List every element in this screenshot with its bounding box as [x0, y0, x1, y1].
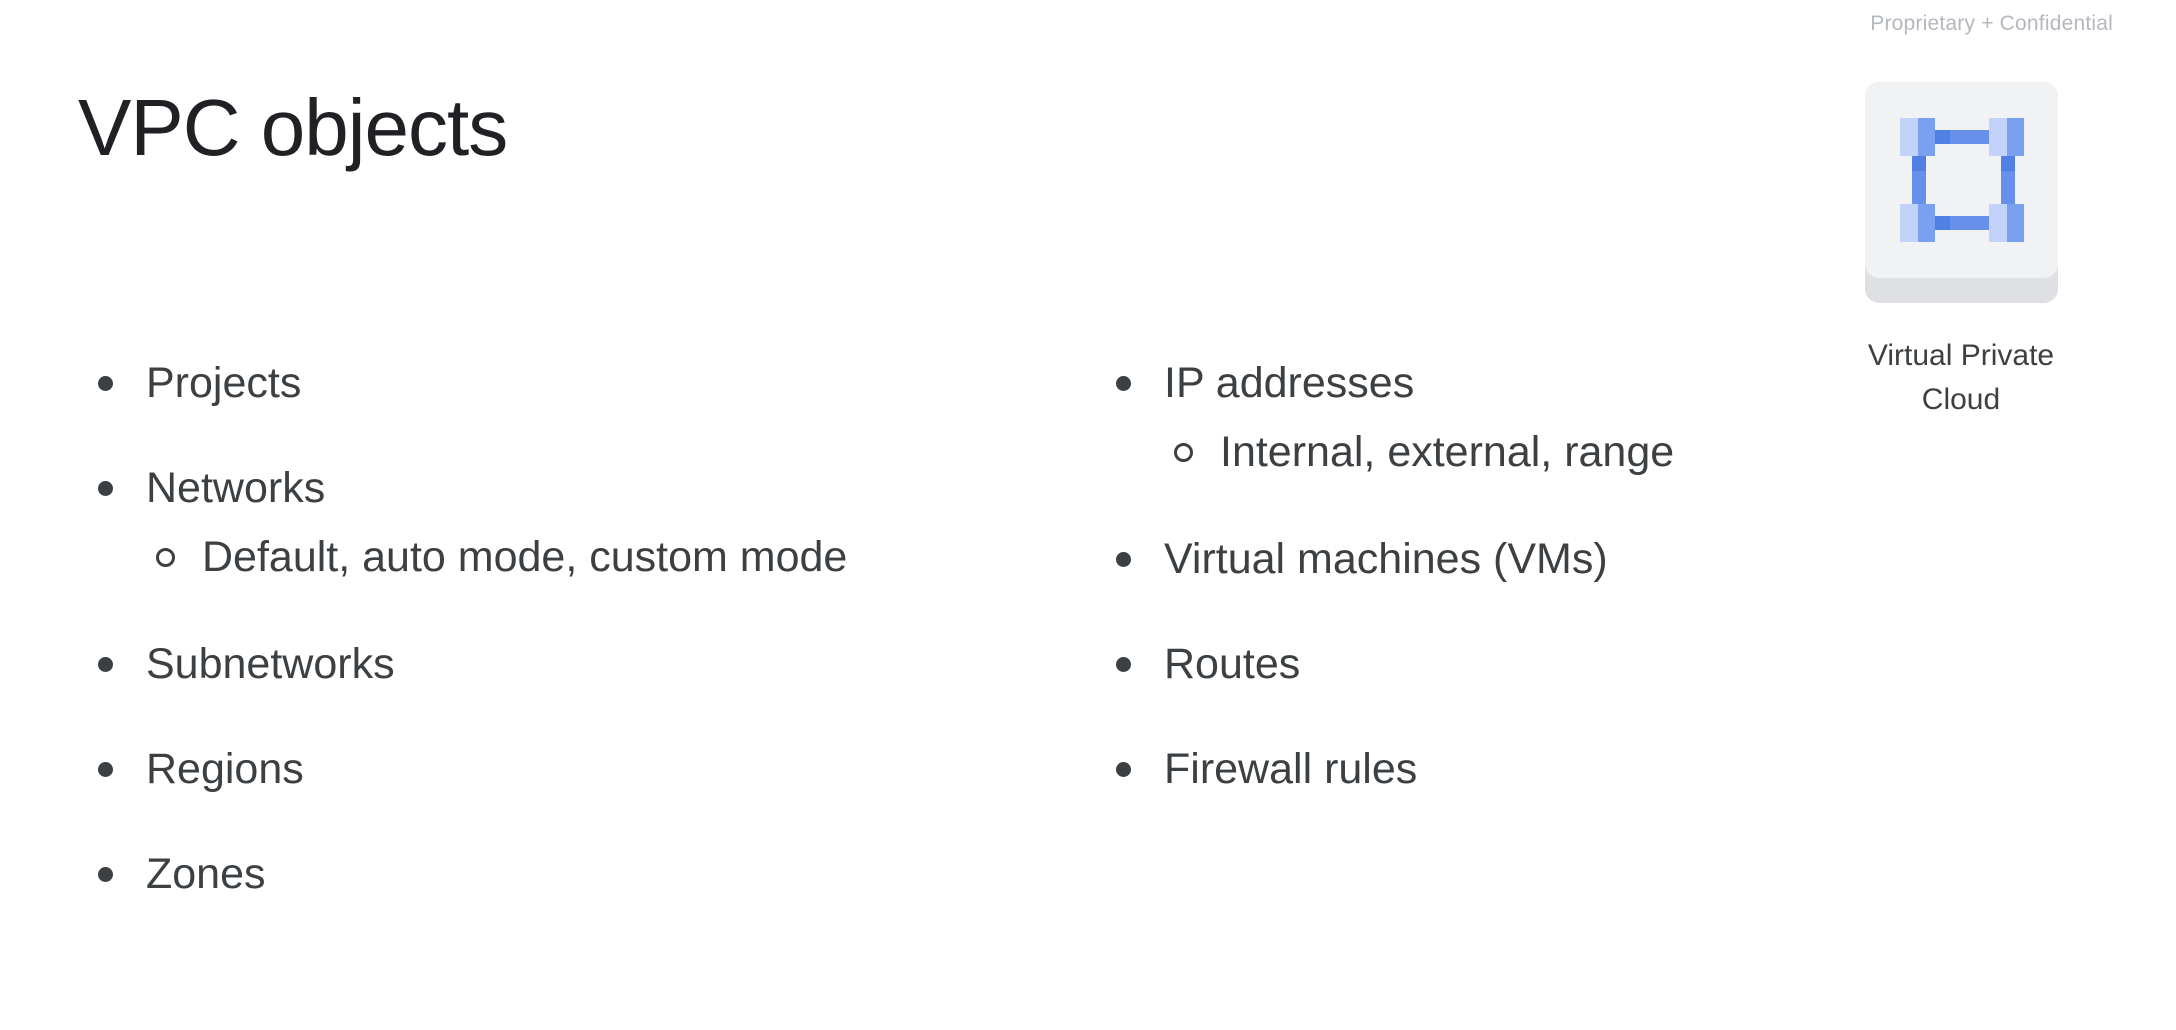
list-item: Routes — [1116, 641, 1674, 687]
vpc-icon-card-face — [1865, 82, 2058, 278]
bullet-list-left: Projects Networks Default, auto mode, cu… — [98, 360, 847, 897]
list-item: Subnetworks — [98, 641, 847, 687]
list-item-label: Regions — [146, 745, 304, 793]
bullet-circle-icon — [1174, 442, 1193, 462]
bullet-dot-icon — [1116, 761, 1131, 777]
list-subitem-label: Internal, external, range — [1220, 428, 1675, 476]
bullet-dot-icon — [1116, 551, 1131, 567]
list-item-label: Virtual machines (VMs) — [1164, 535, 1608, 583]
list-subitem: Internal, external, range — [1116, 429, 1674, 475]
list-item-label: Subnetworks — [146, 640, 395, 688]
bullet-dot-icon — [1116, 375, 1131, 391]
list-item: IP addresses — [1116, 360, 1674, 406]
bullet-dot-icon — [98, 375, 113, 391]
bullet-circle-icon — [156, 547, 175, 567]
list-item: Projects — [98, 360, 847, 406]
list-item: Regions — [98, 746, 847, 792]
bullet-dot-icon — [98, 480, 113, 496]
bullet-dot-icon — [98, 656, 113, 672]
list-subitem-label: Default, auto mode, custom mode — [202, 533, 848, 581]
confidential-label: Proprietary + Confidential — [1870, 12, 2113, 35]
list-item: Zones — [98, 851, 847, 897]
list-item-label: Firewall rules — [1164, 745, 1418, 793]
bullet-dot-icon — [1116, 656, 1131, 672]
list-item-label: Routes — [1164, 640, 1301, 688]
list-item-label: Projects — [146, 359, 302, 407]
page-title: VPC objects — [78, 83, 508, 172]
list-subitem: Default, auto mode, custom mode — [98, 534, 847, 580]
vpc-icon-card — [1865, 82, 2058, 303]
vpc-icon — [1899, 118, 2024, 242]
bullet-list-right: IP addresses Internal, external, range V… — [1116, 360, 1674, 792]
list-item: Networks — [98, 465, 847, 511]
list-item: Firewall rules — [1116, 746, 1674, 792]
vpc-icon-caption: Virtual Private Cloud — [1867, 339, 2055, 416]
list-item: Virtual machines (VMs) — [1116, 536, 1674, 582]
bullet-dot-icon — [98, 761, 113, 777]
bullet-dot-icon — [98, 866, 113, 882]
list-item-label: Networks — [146, 464, 326, 512]
list-item-label: IP addresses — [1164, 359, 1415, 407]
list-item-label: Zones — [146, 850, 266, 898]
